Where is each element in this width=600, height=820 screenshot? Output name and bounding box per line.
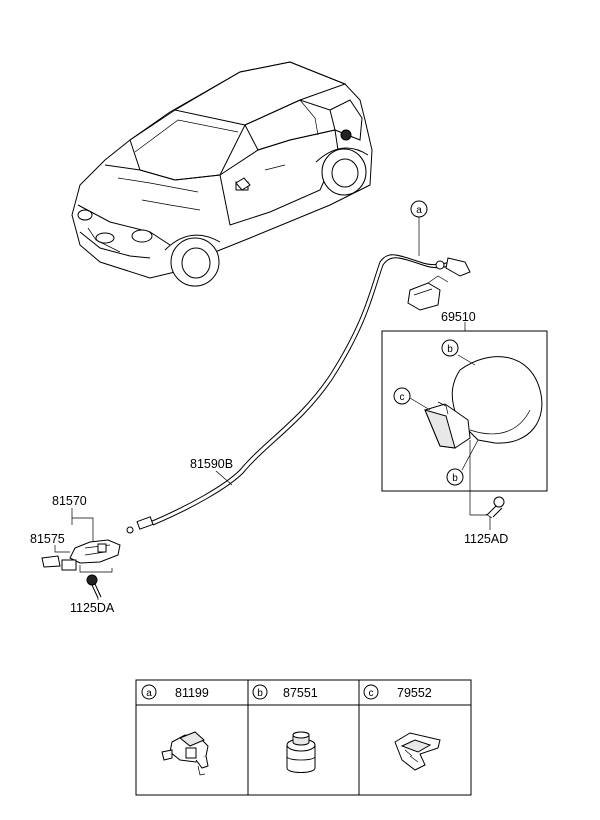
legend-a-letter: a xyxy=(146,688,152,699)
label-81590B: 81590B xyxy=(190,457,233,471)
release-latch xyxy=(41,539,121,599)
fuel-door-assy xyxy=(409,354,543,471)
legend-b-part: 87551 xyxy=(283,686,318,700)
fuel-door-assy-box xyxy=(381,330,548,492)
legend-a-part: 81199 xyxy=(175,686,209,700)
callout-b-upper-text: b xyxy=(447,344,453,355)
release-cable xyxy=(126,254,471,534)
callout-a-text: a xyxy=(416,205,422,216)
callout-b-lower: b xyxy=(446,468,464,486)
legend-c-letter: c xyxy=(369,688,374,699)
legend-c-part: 79552 xyxy=(397,686,432,700)
callout-a-top: a xyxy=(410,200,428,256)
car-illustration xyxy=(71,61,373,287)
label-1125AD: 1125AD xyxy=(464,532,508,546)
callout-b-lower-text: b xyxy=(452,473,458,484)
callout-b-upper: b xyxy=(441,339,459,357)
clip-79552-drawing xyxy=(394,732,441,771)
parts-legend-table: a 81199 b 87551 c 79552 xyxy=(135,679,472,796)
callout-c-text: c xyxy=(400,392,405,403)
label-69510: 69510 xyxy=(441,310,476,324)
label-81570: 81570 xyxy=(52,494,87,508)
callout-c-side: c xyxy=(393,387,411,405)
clip-81199-drawing xyxy=(161,731,209,776)
bolt-1125AD xyxy=(485,496,505,530)
bumper-87551-drawing xyxy=(286,731,316,773)
label-1125DA: 1125DA xyxy=(70,601,115,615)
label-81575: 81575 xyxy=(30,532,65,546)
legend-b-letter: b xyxy=(257,688,263,699)
